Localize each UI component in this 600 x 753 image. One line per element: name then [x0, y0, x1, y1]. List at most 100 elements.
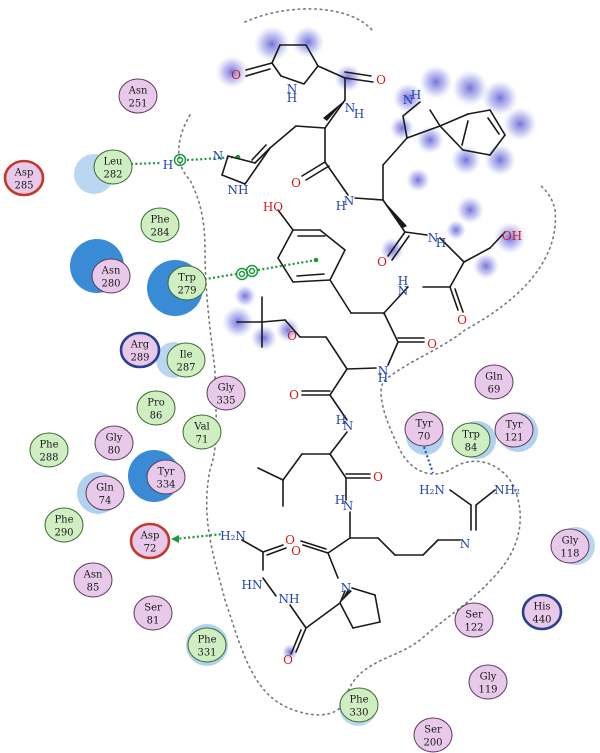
atom-label-n-dser-bb: N — [378, 364, 389, 378]
pi-stack-icon-2 — [235, 264, 259, 281]
residue-number-phe330: 330 — [349, 708, 368, 719]
residue-nodes: Asn251Leu282Asp285Phe284Asn280Trp279Arg2… — [3, 78, 590, 753]
residue-number-gln74: 74 — [99, 496, 112, 507]
residue-node-arg289 — [119, 331, 161, 369]
residue-node-ser81 — [133, 595, 173, 631]
residue-node-gln74 — [85, 475, 125, 511]
residue-phe284: Phe 284 — [140, 207, 180, 243]
residue-name-phe288: Phe — [39, 440, 58, 451]
residue-number-arg289: 289 — [130, 353, 149, 364]
atom-label-o-trp-co: O — [377, 255, 387, 269]
residue-name-his440: His — [533, 602, 550, 613]
atom-label-h-ser-bb: H — [436, 236, 446, 250]
residue-number-asp285: 285 — [14, 181, 33, 192]
residue-name-phe284: Phe — [150, 215, 169, 226]
residue-number-asn280: 280 — [101, 279, 120, 290]
residue-node-asn85 — [73, 562, 113, 598]
residue-val71: Val 71 — [182, 414, 222, 450]
atom-label-n-trp-bb: N — [344, 194, 355, 208]
residue-name-val71: Val — [193, 422, 209, 433]
residue-name-asn85: Asn — [83, 570, 103, 581]
residue-name-gly80: Gly — [106, 433, 123, 444]
residue-number-tyr121: 121 — [504, 433, 523, 444]
atom-label-o-his-co: O — [291, 176, 301, 190]
residue-number-trp84: 84 — [465, 443, 478, 454]
atom-label-h-tyr-bb: H — [398, 274, 408, 288]
atom-label-h-leu-hb: H — [163, 158, 173, 172]
residue-number-phe290: 290 — [54, 528, 73, 539]
residue-arg289: Arg 289 — [119, 331, 161, 369]
ligand-bonds — [221, 44, 506, 655]
residue-number-gly118: 118 — [560, 549, 579, 560]
residue-node-phe330 — [339, 687, 379, 723]
atom-label-h2n-guan: H₂N — [419, 483, 445, 497]
atom-label-n-guan: N — [460, 537, 471, 551]
residue-name-trp84: Trp — [462, 430, 480, 441]
atom-label-h-trp-ring: H — [411, 88, 421, 102]
residue-number-leu282: 282 — [103, 170, 122, 181]
hbond-leu282 — [130, 161, 161, 166]
atom-label-nh-pyro: H — [287, 91, 297, 105]
pi-stack-icon-1 — [173, 153, 187, 167]
residue-node-gly80 — [94, 425, 134, 461]
residue-number-pro86: 86 — [150, 411, 163, 422]
residue-name-tyr334: Tyr — [157, 467, 174, 478]
atom-label-n-pyro: N — [287, 82, 298, 96]
residue-number-asp72: 72 — [144, 544, 157, 555]
residue-number-his440: 440 — [532, 615, 551, 626]
atom-label-n-arg-bb: N — [343, 499, 354, 513]
residue-node-pro86 — [136, 390, 176, 426]
residue-node-trp279 — [167, 265, 207, 301]
residue-node-his440 — [521, 593, 563, 631]
atom-label-n-leu-bb: N — [343, 419, 354, 433]
residue-node-leu282 — [93, 149, 133, 185]
atom-label-o-tbu: O — [287, 329, 297, 343]
atom-label-nh-im2: NH — [228, 183, 249, 197]
residue-name-asp285: Asp — [14, 168, 34, 179]
atom-label-oh-ser: OH — [502, 229, 522, 243]
residue-node-tyr334 — [146, 459, 186, 495]
residue-number-ile287: 287 — [176, 363, 195, 374]
atom-label-o-pro-co: O — [283, 653, 293, 667]
residue-node-gly335 — [206, 375, 246, 411]
atom-label-o-pyro-amide: O — [376, 73, 386, 87]
residue-number-phe331: 331 — [197, 648, 216, 659]
residue-number-phe284: 284 — [150, 228, 169, 239]
residue-name-tyr121: Tyr — [505, 420, 522, 431]
ligand-exposure — [216, 26, 537, 660]
residue-node-gly119 — [468, 664, 508, 700]
atom-label-hn-azgly: HN — [242, 578, 263, 592]
pocket-outline — [178, 8, 557, 716]
hbond-asp72 — [174, 532, 224, 541]
residue-phe331: Phe 331 — [187, 627, 227, 663]
residue-node-asn280 — [91, 258, 131, 294]
residue-name-gly118: Gly — [562, 536, 579, 547]
atom-label-h-leu-bb: H — [336, 413, 346, 427]
residue-name-gly119: Gly — [480, 672, 497, 683]
residue-name-phe330: Phe — [349, 695, 368, 706]
residue-node-gln69 — [474, 364, 514, 400]
atom-label-nh-ser-bb: N — [428, 231, 439, 245]
residue-number-asn251: 251 — [128, 99, 147, 110]
residue-node-phe288 — [29, 432, 69, 468]
residue-name-trp279: Trp — [178, 273, 196, 284]
residue-number-ser81: 81 — [147, 616, 160, 627]
residue-name-phe290: Phe — [54, 515, 73, 526]
residue-number-val71: 71 — [196, 435, 209, 446]
residue-name-arg289: Arg — [130, 340, 150, 351]
residue-name-phe331: Phe — [197, 635, 216, 646]
residue-number-gly335: 335 — [216, 396, 235, 407]
